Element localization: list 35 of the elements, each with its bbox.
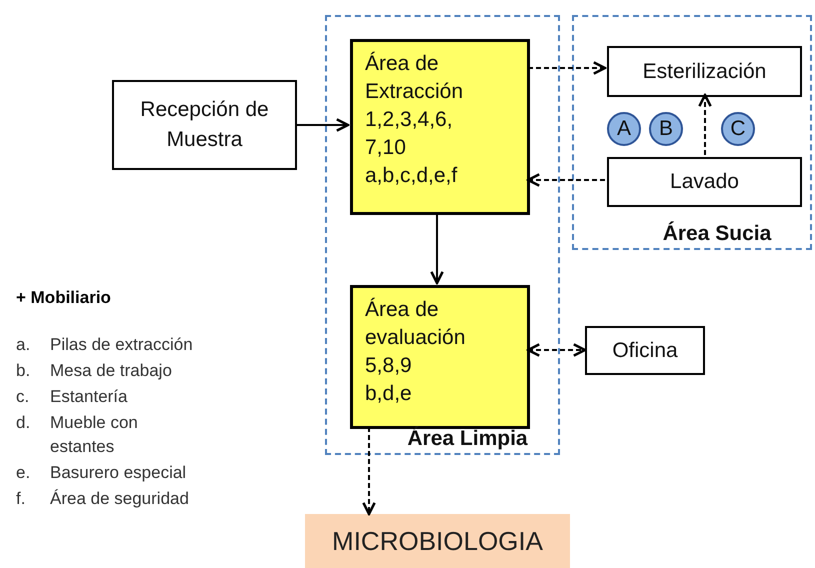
- area-text: Área de evaluación: [365, 296, 466, 351]
- list-item: Área de seguridad: [50, 488, 190, 510]
- list-marker: b.: [16, 360, 32, 382]
- list-item: Basurero especial: [50, 462, 188, 484]
- list-marker: e.: [16, 462, 32, 484]
- area-text: b,d,e: [365, 381, 413, 407]
- area-text: 5,8,9: [365, 353, 413, 379]
- list-marker: a.: [16, 334, 32, 356]
- list-item: Mueble con estantes: [50, 412, 139, 458]
- list-item: Estantería: [50, 386, 128, 408]
- area-region: [572, 15, 812, 250]
- list-item: Mesa de trabajo: [50, 360, 173, 382]
- arrow: [528, 61, 606, 75]
- arrow: [362, 427, 376, 516]
- list-item: Pilas de extracción: [50, 334, 194, 356]
- arrow: [526, 173, 605, 187]
- destination-box: MICROBIOLOGIA: [305, 514, 570, 568]
- region-label: Área Sucia: [662, 222, 772, 246]
- area-text: a,b,c,d,e,f: [365, 163, 458, 189]
- arrow: [297, 118, 350, 132]
- list-marker: d.: [16, 412, 32, 434]
- area-region: [325, 15, 560, 455]
- process-box: Lavado: [607, 157, 802, 207]
- process-box: Recepción de Muestra: [112, 80, 297, 170]
- region-label: Área Limpia: [406, 427, 529, 451]
- arrow: [698, 94, 712, 155]
- list-heading: + Mobiliario: [16, 287, 111, 309]
- process-box: Oficina: [585, 326, 705, 375]
- process-box: Esterilización: [607, 46, 802, 97]
- arrow: [430, 213, 444, 284]
- list-marker: f.: [16, 488, 26, 510]
- arrow: [526, 343, 586, 357]
- area-box: [350, 39, 530, 215]
- area-text: Área de Extracción: [365, 50, 464, 105]
- list-marker: c.: [16, 386, 30, 408]
